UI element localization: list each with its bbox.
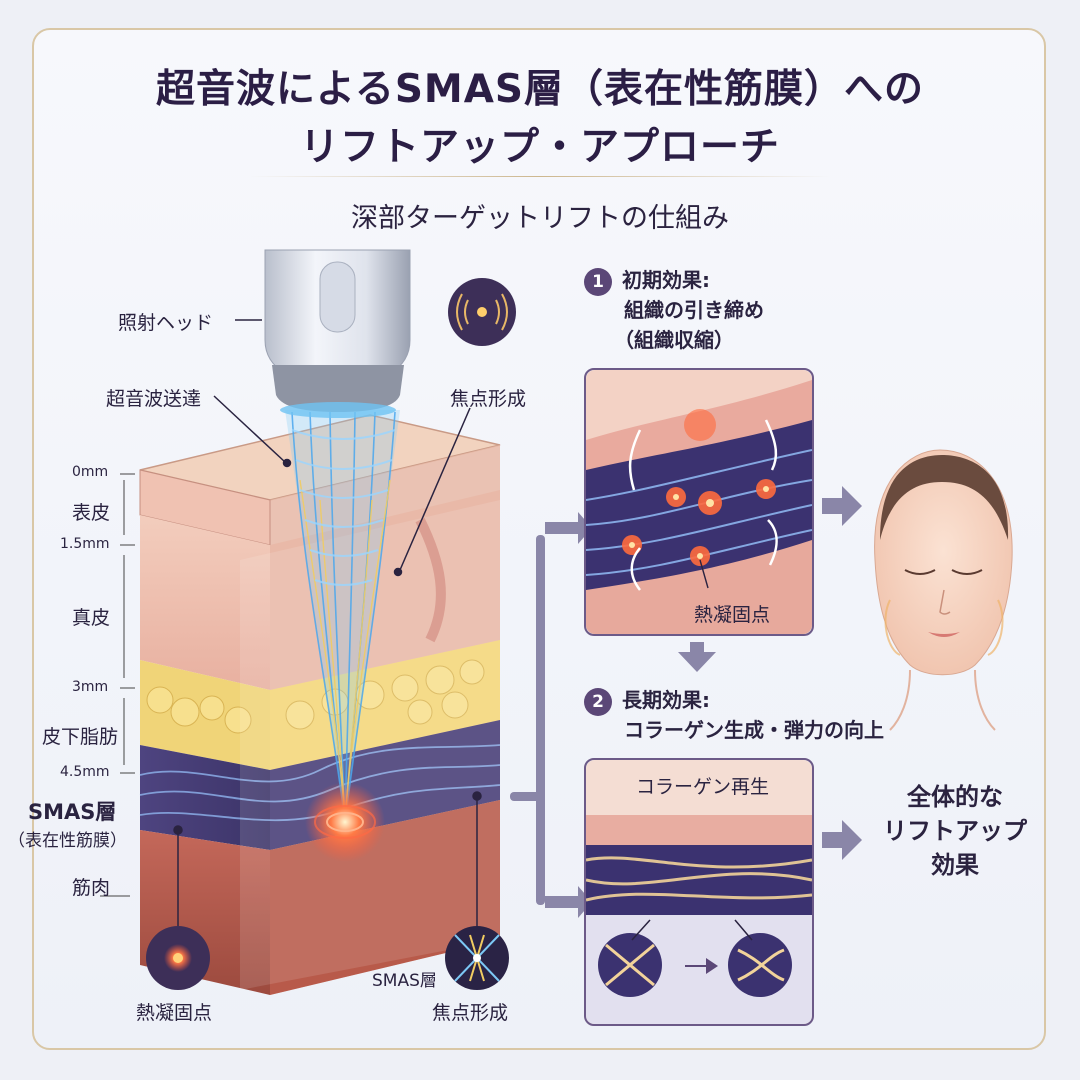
result-line-3: 効果 <box>931 851 979 879</box>
label-focus: 焦点形成 <box>450 388 527 410</box>
step2-title: 長期効果: <box>622 688 710 712</box>
step2-panel <box>584 758 814 1026</box>
depth-0mm: 0mm <box>72 464 109 480</box>
layer-smas: SMAS層 <box>28 800 117 824</box>
layer-smas-sub: （表在性筋膜） <box>8 831 127 851</box>
focus-icon <box>448 278 516 346</box>
step2-line2: コラーゲン生成・弾力の向上 <box>624 718 884 742</box>
layer-dermis: 真皮 <box>72 607 111 629</box>
flow-arrows <box>510 486 862 918</box>
step1-panel-art <box>586 370 812 634</box>
label-focus-small: 焦点形成 <box>432 1002 509 1024</box>
label-coag-point: 熱凝固点 <box>136 1002 213 1024</box>
step2-panel-label: コラーゲン再生 <box>636 776 770 798</box>
step1-panel-label: 熱凝固点 <box>694 604 771 626</box>
face-illustration <box>874 449 1013 731</box>
step1-title: 初期効果: <box>622 268 710 292</box>
depth-scale <box>100 473 135 897</box>
step1-line2: 組織の引き締め <box>624 298 764 322</box>
result-line-2: リフトアップ <box>883 817 1027 845</box>
step2-heading: 2 長期効果: <box>584 686 710 716</box>
step2-panel-art <box>586 760 812 1024</box>
step2-badge: 2 <box>584 688 612 716</box>
step1-line3: （組織収縮） <box>614 328 734 352</box>
label-smas-small: SMAS層 <box>372 971 437 991</box>
leader-lines <box>173 319 482 930</box>
step1-heading: 1 初期効果: <box>584 266 710 296</box>
step1-panel <box>584 368 814 636</box>
subtitle: 深部ターゲットリフトの仕組み <box>351 203 729 234</box>
layer-epidermis: 表皮 <box>72 502 111 524</box>
focus-formation-icon <box>445 926 509 990</box>
layer-fat: 皮下脂肪 <box>42 726 119 748</box>
coag-point-icon <box>146 926 210 990</box>
result-line-1: 全体的な <box>907 783 1003 811</box>
title-line-1: 超音波によるSMAS層（表在性筋膜）への <box>156 67 924 112</box>
transducer-head <box>264 249 411 418</box>
depth-4-5mm: 4.5mm <box>60 764 110 780</box>
title-divider <box>250 176 830 177</box>
step1-badge: 1 <box>584 268 612 296</box>
title-line-2: リフトアップ・アプローチ <box>299 125 780 170</box>
depth-1-5mm: 1.5mm <box>60 536 110 552</box>
result-text: 全体的な リフトアップ 効果 <box>870 780 1040 882</box>
label-transmission: 超音波送達 <box>106 388 202 410</box>
depth-3mm: 3mm <box>72 679 109 695</box>
ultrasound-beam <box>285 410 400 862</box>
layer-muscle: 筋肉 <box>72 877 111 899</box>
label-head: 照射ヘッド <box>118 312 214 334</box>
